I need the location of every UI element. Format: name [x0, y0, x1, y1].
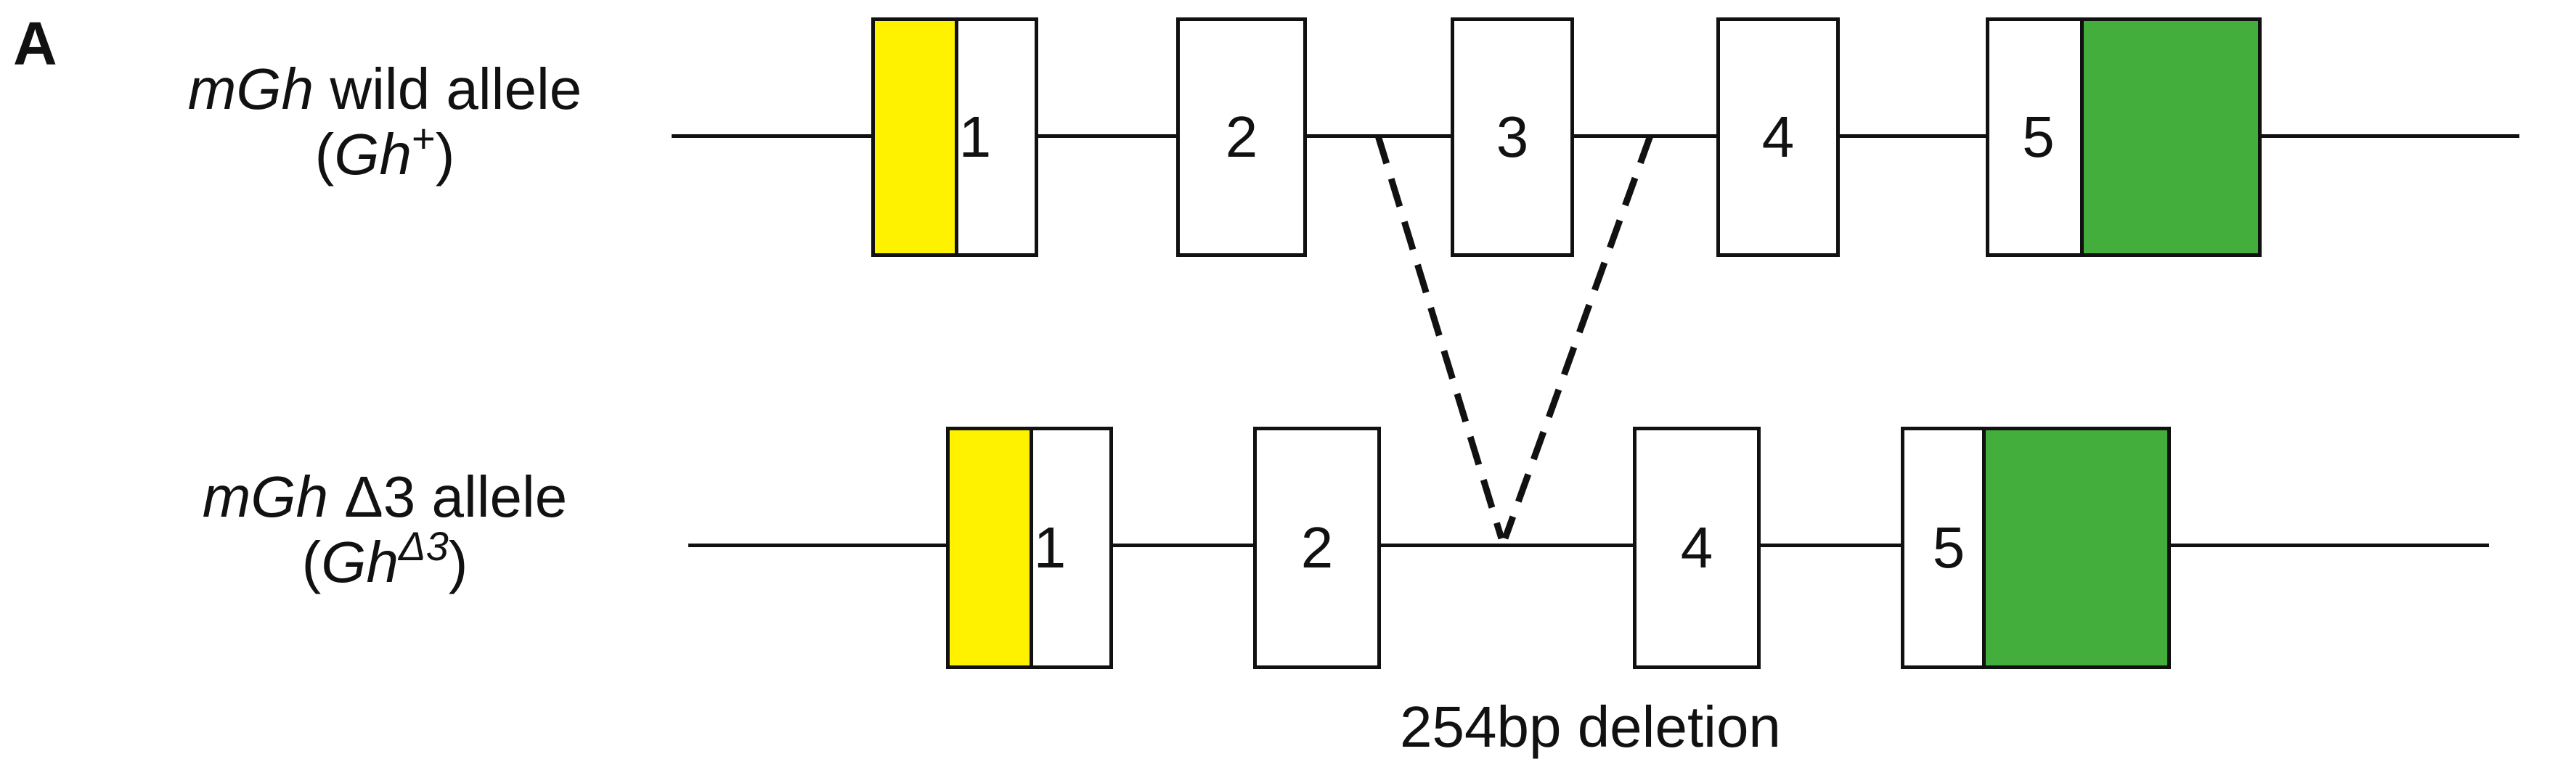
wild-gene-line — [672, 134, 2519, 138]
wild-exon-1-number: 1 — [958, 104, 992, 169]
wild-exon-4-number: 4 — [1761, 104, 1795, 169]
delta-exon-5-number: 5 — [1932, 515, 1965, 580]
delta-allele-name-rest: Δ3 allele — [328, 464, 568, 529]
wild-exon-2: 2 — [1176, 17, 1307, 257]
wild-symbol-open: ( — [314, 121, 335, 186]
wild-exon-4: 4 — [1716, 17, 1840, 257]
delta-allele-label: mGh Δ3 allele (GhΔ3) — [145, 464, 624, 594]
wild-exon-2-number: 2 — [1225, 104, 1258, 169]
delta-allele-symbol: (GhΔ3) — [145, 525, 624, 595]
wild-allele-label: mGh wild allele (Gh+) — [145, 57, 624, 186]
wild-symbol-sup: + — [412, 115, 436, 161]
delta-allele-name: mGh Δ3 allele — [145, 464, 624, 530]
delta-exon-1-number: 1 — [1033, 515, 1067, 580]
delta-symbol-close: ) — [448, 529, 468, 594]
delta-exon-1: 1 — [946, 427, 1113, 669]
wild-symbol-gene: Gh — [334, 121, 412, 186]
wild-exon-5: 5 — [1986, 17, 2262, 257]
delta-symbol-open: ( — [301, 529, 322, 594]
wild-symbol-close: ) — [435, 121, 455, 186]
delta-symbol-sup: Δ3 — [399, 522, 449, 569]
wild-exon-1: 1 — [871, 17, 1038, 257]
wild-allele-symbol: (Gh+) — [145, 118, 624, 187]
deletion-dashed-line-left — [1374, 134, 1505, 540]
delta-exon-4-number: 4 — [1680, 515, 1713, 580]
panel-letter: A — [13, 9, 57, 78]
wild-allele-name-rest: wild allele — [314, 57, 582, 121]
deletion-dashed-line-right — [1501, 134, 1654, 540]
delta-exon-4: 4 — [1633, 427, 1761, 669]
delta-symbol-gene: Gh — [321, 529, 399, 594]
delta-allele-gene: mGh — [202, 464, 329, 529]
wild-utr3 — [2080, 21, 2258, 253]
delta-exon-5: 5 — [1901, 427, 2171, 669]
delta-gene-line — [688, 544, 2489, 547]
delta-utr5 — [950, 430, 1033, 665]
delta-exon-2: 2 — [1253, 427, 1381, 669]
wild-utr5 — [875, 21, 958, 253]
wild-allele-name: mGh wild allele — [145, 57, 624, 122]
wild-exon-3-number: 3 — [1496, 104, 1529, 169]
wild-exon-5-number: 5 — [2022, 104, 2055, 169]
wild-allele-gene: mGh — [187, 57, 314, 121]
wild-exon-3: 3 — [1451, 17, 1574, 257]
delta-utr3 — [1982, 430, 2167, 665]
delta-exon-2-number: 2 — [1300, 515, 1334, 580]
deletion-label: 254bp deletion — [1400, 694, 1781, 759]
